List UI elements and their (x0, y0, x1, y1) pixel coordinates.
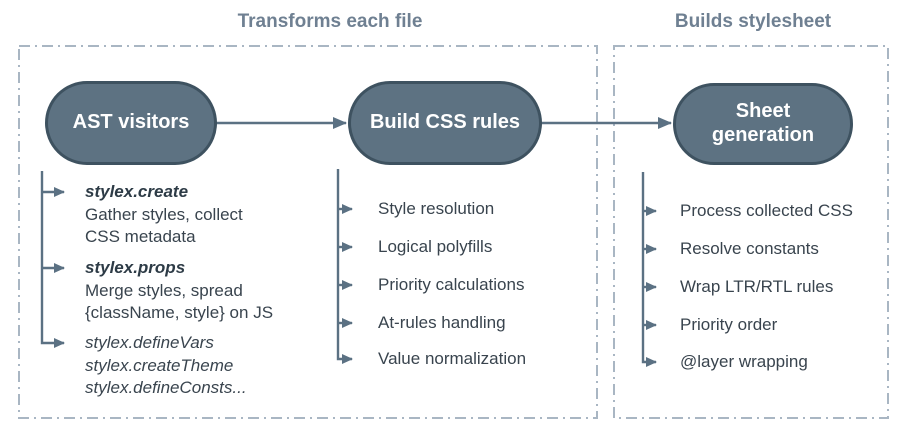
api-name: stylex.defineVars (85, 333, 214, 352)
sheet-step: Priority order (680, 315, 778, 334)
api-name: stylex.props (85, 258, 186, 277)
node-ast-visitors: AST visitors (45, 81, 217, 165)
api-name: stylex.defineConsts... (85, 378, 247, 397)
sheet-tree-trunk (641, 172, 657, 367)
api-desc-line: Gather styles, collect (85, 204, 243, 224)
node-build-css-rules: Build CSS rules (348, 81, 542, 165)
api-name: stylex.create (85, 182, 189, 201)
build-step: Logical polyfills (378, 237, 493, 256)
ast-detail-theming: stylex.defineVars stylex.createTheme sty… (85, 332, 247, 400)
node-sheet-generation: Sheet generation (673, 83, 853, 165)
build-tree-trunk (336, 169, 353, 364)
section-title-transforms: Transforms each file (237, 11, 423, 32)
transforms-box-border (18, 45, 598, 419)
api-desc-line: {className, style} on JS (85, 303, 274, 322)
node-sheet-generation-label: Sheet generation (711, 100, 815, 146)
ast-detail-create: stylex.create Gather styles, collect CSS… (85, 181, 243, 249)
sheet-step: Resolve constants (680, 239, 819, 258)
build-step: At-rules handling (378, 313, 506, 332)
section-title-builds: Builds stylesheet (674, 11, 832, 32)
build-step: Style resolution (378, 199, 495, 218)
ast-tree-trunk (40, 171, 65, 348)
ast-detail-props: stylex.props Merge styles, spread {class… (85, 257, 273, 325)
sheet-step: Wrap LTR/RTL rules (680, 277, 834, 296)
build-step: Value normalization (378, 349, 527, 368)
node-build-css-rules-label: Build CSS rules (369, 111, 521, 134)
builds-box-border (613, 45, 889, 419)
sheet-step: @layer wrapping (680, 352, 808, 371)
api-desc-line: Merge styles, spread (85, 280, 243, 300)
node-ast-visitors-label: AST visitors (72, 111, 190, 134)
api-name: stylex.createTheme (85, 355, 234, 375)
api-desc-line: CSS metadata (85, 227, 196, 246)
sheet-step: Process collected CSS (680, 201, 853, 220)
build-step: Priority calculations (378, 275, 525, 294)
